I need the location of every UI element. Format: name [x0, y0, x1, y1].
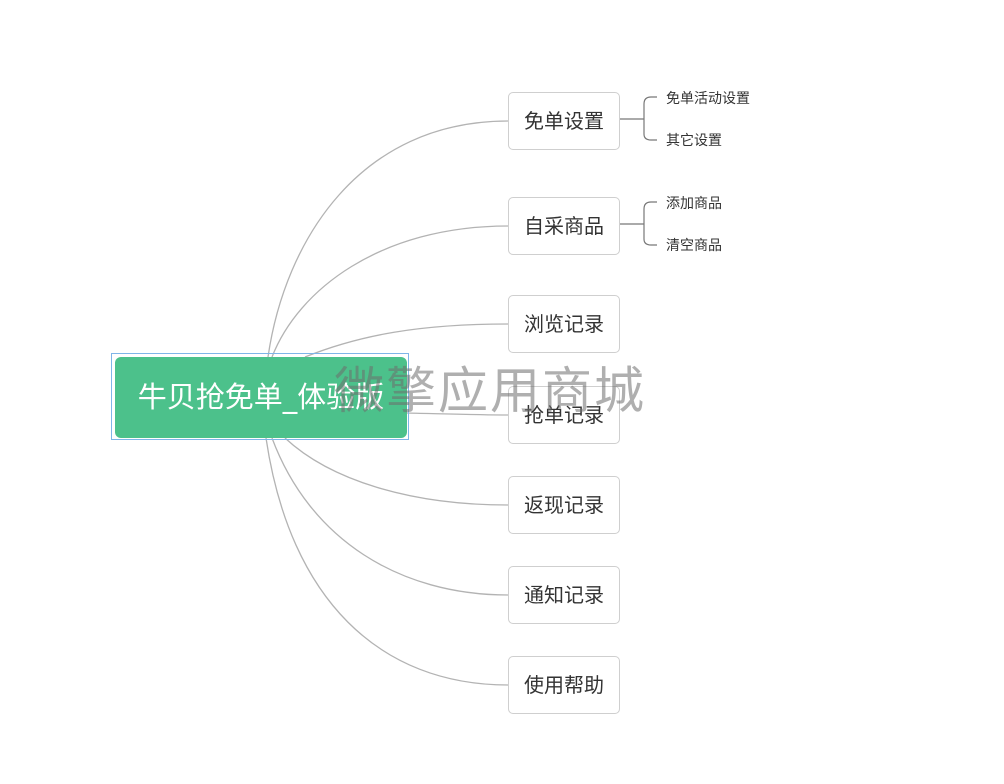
link-root-branch-1 [267, 120, 509, 358]
leaf-node-free-order-activity-settings[interactable]: 免单活动设置 [666, 91, 750, 107]
link-root-branch-3 [304, 323, 509, 358]
link-root-branch-2 [271, 225, 509, 358]
link-root-branch-7 [265, 437, 509, 686]
branch-node-help[interactable]: 使用帮助 [508, 656, 620, 714]
branch-node-free-order-settings[interactable]: 免单设置 [508, 92, 620, 150]
leaf-node-add-goods[interactable]: 添加商品 [666, 196, 722, 212]
link-branch-1-leaf-1 [643, 96, 657, 119]
branch-node-self-purchase-goods[interactable]: 自采商品 [508, 197, 620, 255]
link-branch-2-leaf-1 [643, 201, 657, 224]
root-node[interactable]: 牛贝抢免单_体验版 [115, 357, 407, 438]
branch-node-grab-order-records[interactable]: 抢单记录 [508, 386, 620, 444]
link-root-branch-5 [284, 437, 509, 506]
link-root-branch-6 [271, 437, 509, 596]
branch-node-notification-records[interactable]: 通知记录 [508, 566, 620, 624]
link-root-branch-4 [406, 412, 509, 416]
leaf-node-other-settings[interactable]: 其它设置 [666, 133, 722, 149]
leaf-node-clear-goods[interactable]: 清空商品 [666, 238, 722, 254]
root-selection-frame [111, 353, 409, 440]
branch-node-cashback-records[interactable]: 返现记录 [508, 476, 620, 534]
link-branch-2-leaf-2 [643, 224, 657, 246]
branch-node-browse-records[interactable]: 浏览记录 [508, 295, 620, 353]
link-branch-1-leaf-2 [643, 119, 657, 141]
